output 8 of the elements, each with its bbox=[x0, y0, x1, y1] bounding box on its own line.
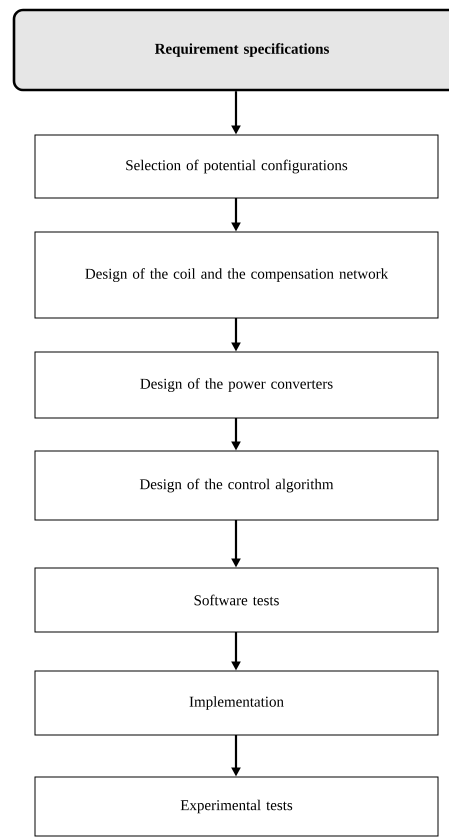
start-box: Requirement specifications bbox=[12, 8, 449, 92]
process-box: Software tests bbox=[34, 568, 438, 632]
process-box: Design of the coil and the compensation network bbox=[34, 232, 438, 318]
process-box: Design of the control algorithm bbox=[34, 450, 438, 520]
process-box: Selection of potential configurations bbox=[34, 134, 438, 198]
process-box: Implementation bbox=[34, 670, 438, 736]
process-box: Design of the power converters bbox=[34, 352, 438, 418]
process-box: Experimental tests bbox=[34, 776, 438, 836]
